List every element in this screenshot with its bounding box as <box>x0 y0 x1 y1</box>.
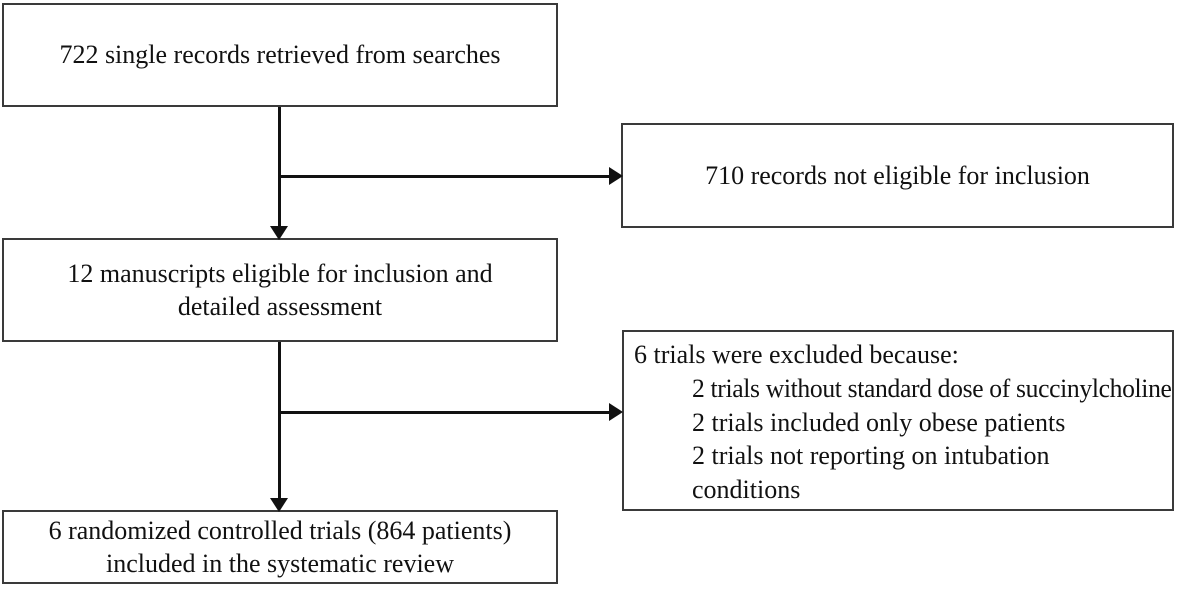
connector-eligible-to-trials-excluded <box>278 411 613 414</box>
node-trials-excluded: 6 trials were excluded because: 2 trials… <box>622 330 1174 511</box>
arrowhead-down-icon <box>270 226 288 240</box>
exclusion-reasons-block: 6 trials were excluded because: 2 trials… <box>624 332 1172 507</box>
connector-retrieved-to-eligible <box>278 107 281 231</box>
node-records-excluded: 710 records not eligible for inclusion <box>621 123 1174 228</box>
arrowhead-right-icon <box>609 167 623 185</box>
node-records-excluded-label: 710 records not eligible for inclusion <box>705 160 1090 190</box>
exclusion-reason-item: 2 trials not reporting on intubation con… <box>692 441 1050 505</box>
node-trials-included: 6 randomized controlled trials (864 pati… <box>2 510 558 584</box>
exclusion-reasons-list: 2 trials without standard dose of succin… <box>634 372 1172 507</box>
exclusion-reasons-heading: 6 trials were excluded because: <box>634 340 959 369</box>
node-trials-included-label: 6 randomized controlled trials (864 pati… <box>48 515 512 578</box>
exclusion-reason-item: 2 trials included only obese patients <box>692 407 1066 437</box>
connector-retrieved-to-records-excluded <box>278 175 612 178</box>
node-manuscripts-eligible: 12 manuscripts eligible for inclusion an… <box>2 238 558 342</box>
exclusion-reason-item: 2 trials without standard dose of succin… <box>692 373 1172 403</box>
arrowhead-right-icon <box>609 403 623 421</box>
node-records-retrieved: 722 single records retrieved from search… <box>2 3 558 107</box>
node-records-retrieved-label: 722 single records retrieved from search… <box>59 40 501 70</box>
connector-eligible-to-included <box>278 342 281 503</box>
arrowhead-down-icon <box>270 498 288 512</box>
node-manuscripts-eligible-label: 12 manuscripts eligible for inclusion an… <box>67 258 493 321</box>
